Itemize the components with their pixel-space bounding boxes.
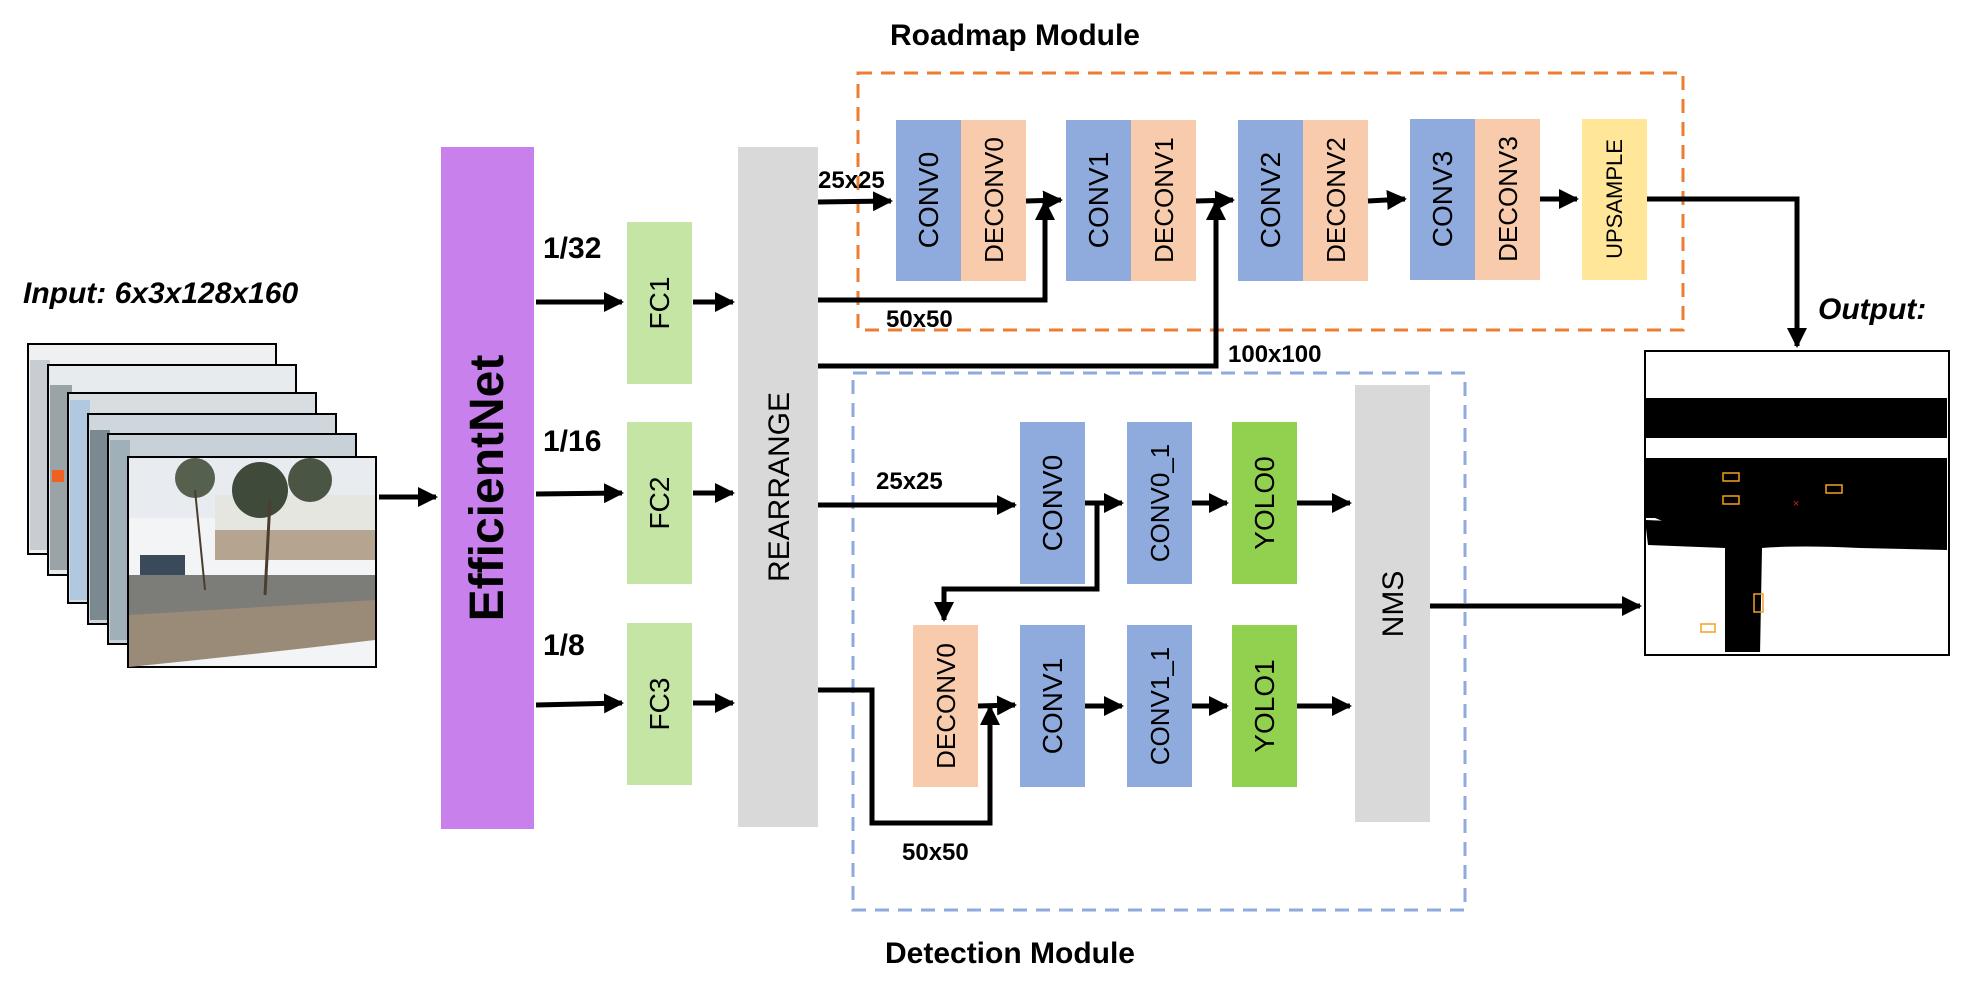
detection-conv1-block — [1020, 625, 1085, 787]
detection-conv1-1-label: CONV1_1 — [1145, 647, 1175, 766]
fc3-label: FC3 — [644, 678, 675, 731]
roadmap-deconv3-label: DECONV3 — [1493, 136, 1523, 262]
connection-arrows — [379, 189, 1807, 826]
detection-module-border — [851, 371, 1467, 912]
roadmap-deconv3-block — [1475, 119, 1540, 280]
detection-deconv0-block — [913, 625, 978, 787]
roadmap-size-25x25: 25x25 — [818, 167, 885, 194]
yolo0-block — [1232, 422, 1297, 584]
roadmap-size-100x100: 100x100 — [1228, 341, 1321, 368]
roadmap-conv0-block — [896, 120, 961, 281]
efficientnet-label: EfficientNet — [461, 355, 514, 622]
fc3-block — [627, 623, 692, 785]
efficientnet-block — [441, 147, 534, 829]
roadmap-conv1-label: CONV1 — [1083, 152, 1114, 248]
detection-conv1-label: CONV1 — [1037, 658, 1068, 754]
scale-label-1-32: 1/32 — [543, 232, 601, 265]
front-street-image — [127, 456, 377, 668]
roadmap-conv2-label: CONV2 — [1255, 152, 1286, 248]
detection-conv0-block — [1020, 422, 1085, 584]
roadmap-deconv1-label: DECONV1 — [1149, 137, 1179, 263]
roadmap-conv0-label: CONV0 — [913, 152, 944, 248]
upsample-block — [1582, 119, 1647, 280]
rearrange-block — [738, 147, 818, 827]
roadmap-conv3-label: CONV3 — [1427, 151, 1458, 247]
yolo0-label: YOLO0 — [1249, 456, 1280, 549]
nms-label: NMS — [1377, 571, 1410, 638]
detection-conv0-1-label: CONV0_1 — [1145, 444, 1175, 563]
upsample-label: UPSAMPLE — [1602, 139, 1627, 259]
roadmap-conv1-block — [1066, 120, 1131, 281]
roadmap-conv3-block — [1410, 119, 1475, 280]
svg-text:×: × — [1793, 498, 1799, 510]
detection-module-title: Detection Module — [885, 937, 1135, 970]
roadmap-deconv2-label: DECONV2 — [1321, 137, 1351, 263]
output-roadmap-image: × — [1644, 350, 1950, 656]
yolo1-block — [1232, 625, 1297, 787]
roadmap-deconv1-block — [1131, 120, 1196, 281]
input-label: Input: 6x3x128x160 — [23, 277, 298, 310]
nms-block — [1355, 385, 1430, 822]
detection-size-50x50: 50x50 — [902, 839, 969, 866]
scale-label-1-16: 1/16 — [543, 425, 601, 458]
yolo1-label: YOLO1 — [1249, 659, 1280, 752]
roadmap-deconv0-block — [961, 120, 1026, 281]
scale-label-1-8: 1/8 — [543, 629, 585, 662]
detection-conv1-1-block — [1127, 625, 1192, 787]
roadmap-module-title: Roadmap Module — [890, 19, 1140, 52]
detection-size-25x25: 25x25 — [876, 468, 943, 495]
fc2-label: FC2 — [644, 477, 675, 530]
roadmap-deconv0-label: DECONV0 — [979, 137, 1009, 263]
input-image-stack — [27, 343, 377, 668]
roadmap-deconv2-block — [1303, 120, 1368, 281]
fc1-block — [627, 222, 692, 384]
detection-deconv0-label: DECONV0 — [931, 643, 961, 769]
rearrange-label: REARRANGE — [763, 392, 796, 582]
fc1-label: FC1 — [644, 277, 675, 330]
roadmap-size-50x50: 50x50 — [886, 306, 953, 333]
detection-conv0-1-block — [1127, 422, 1192, 584]
fc2-block — [627, 422, 692, 584]
output-label: Output: — [1818, 293, 1926, 326]
detection-conv0-label: CONV0 — [1037, 455, 1068, 551]
roadmap-conv2-block — [1238, 120, 1303, 281]
